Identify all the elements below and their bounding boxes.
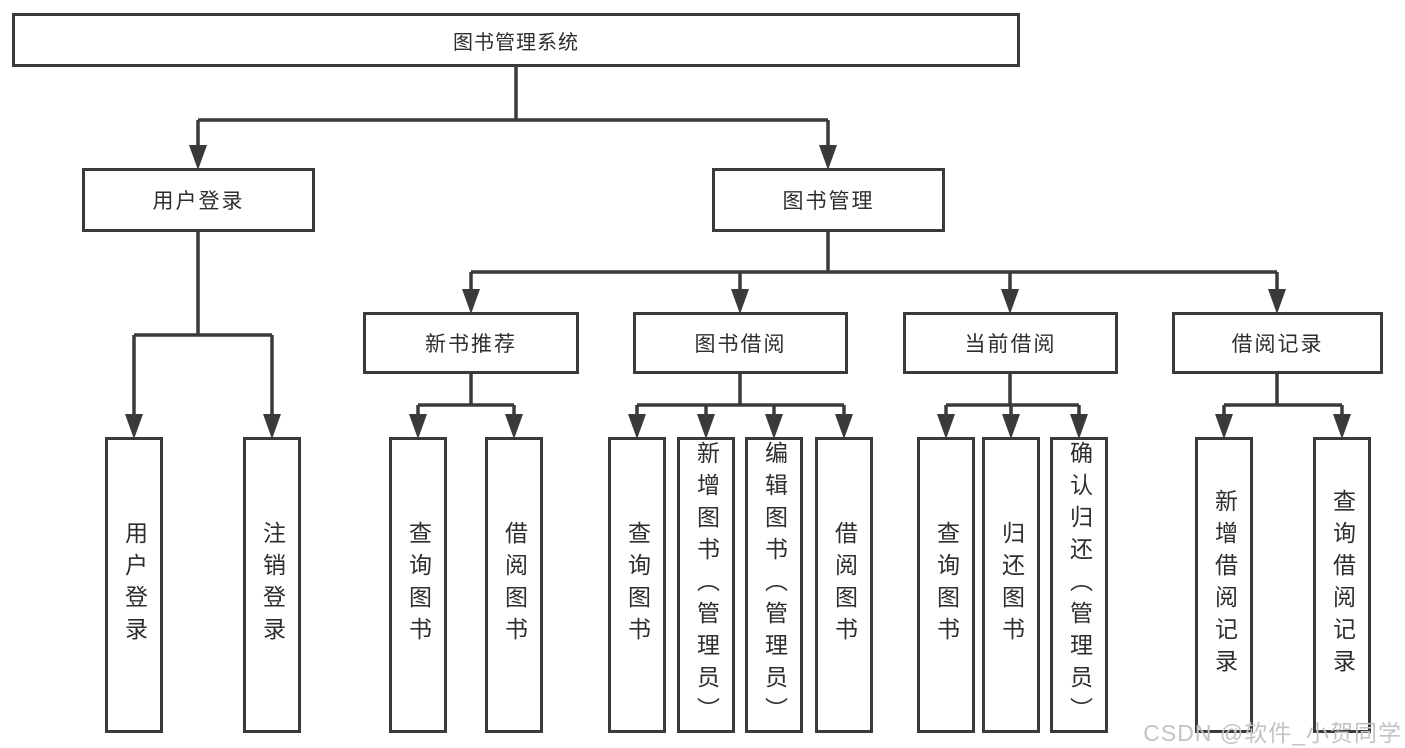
node-new-book-recommend: 新书推荐	[363, 312, 579, 374]
node-query-books-recommend-label: 查询图书	[405, 521, 432, 649]
node-query-books-borrow-label: 查询图书	[624, 521, 651, 649]
node-query-borrow-record-label: 查询借阅记录	[1329, 489, 1356, 681]
node-current-borrow: 当前借阅	[903, 312, 1118, 374]
node-return-books: 归还图书	[982, 437, 1040, 733]
connector-book-management-children	[469, 232, 1279, 292]
node-borrow-books-recommend-label: 借阅图书	[501, 521, 528, 649]
connector-rails	[132, 67, 1344, 418]
node-new-book-recommend-label: 新书推荐	[425, 333, 517, 356]
connector-root-to-level2	[196, 67, 830, 148]
arrowhead	[1215, 414, 1233, 439]
node-library-system: 图书管理系统	[12, 13, 1020, 67]
node-borrow-books: 借阅图书	[815, 437, 873, 733]
arrowhead	[125, 414, 143, 439]
arrowhead	[462, 289, 480, 314]
arrowhead	[697, 414, 715, 439]
connector-book-borrow-children	[635, 374, 846, 418]
node-query-books-recommend: 查询图书	[389, 437, 447, 733]
arrowhead	[835, 414, 853, 439]
node-book-management: 图书管理	[712, 168, 945, 232]
node-user-login: 用户登录	[82, 168, 315, 232]
arrowhead	[765, 414, 783, 439]
arrowhead	[1333, 414, 1351, 439]
node-add-books-admin-label: 新增图书（管理员）	[693, 441, 720, 729]
node-user-login-label: 用户登录	[152, 190, 245, 213]
node-borrow-books-label: 借阅图书	[831, 521, 858, 649]
arrowhead	[409, 414, 427, 439]
node-add-borrow-record: 新增借阅记录	[1195, 437, 1253, 733]
connector-new-book-children	[416, 374, 516, 418]
node-current-borrow-label: 当前借阅	[964, 333, 1057, 356]
node-user-login-action: 用户登录	[105, 437, 163, 733]
arrowhead	[263, 414, 281, 439]
arrowhead	[628, 414, 646, 439]
node-book-borrow-label: 图书借阅	[694, 333, 787, 356]
node-add-books-admin: 新增图书（管理员）	[677, 437, 735, 733]
connector-user-login-children	[132, 232, 274, 418]
node-edit-books-admin-label: 编辑图书（管理员）	[761, 441, 788, 729]
node-user-login-action-label: 用户登录	[121, 521, 148, 649]
node-confirm-return-admin: 确认归还（管理员）	[1050, 437, 1108, 733]
node-logout-label: 注销登录	[259, 521, 286, 649]
node-edit-books-admin: 编辑图书（管理员）	[745, 437, 803, 733]
node-borrow-books-recommend: 借阅图书	[485, 437, 543, 733]
arrowhead	[505, 414, 523, 439]
arrowhead	[1268, 289, 1286, 314]
node-query-borrow-record: 查询借阅记录	[1313, 437, 1371, 733]
node-add-borrow-record-label: 新增借阅记录	[1211, 489, 1238, 681]
node-borrow-records-label: 借阅记录	[1231, 333, 1324, 356]
node-logout: 注销登录	[243, 437, 301, 733]
node-book-management-label: 图书管理	[782, 190, 875, 213]
connector-borrow-records-children	[1222, 374, 1344, 418]
arrowhead	[189, 145, 207, 170]
node-return-books-label: 归还图书	[998, 521, 1025, 649]
arrowhead	[937, 414, 955, 439]
connector-current-borrow-children	[944, 374, 1081, 418]
arrowheads	[125, 145, 1351, 439]
arrowhead	[1002, 414, 1020, 439]
node-borrow-records: 借阅记录	[1172, 312, 1383, 374]
arrowhead	[731, 289, 749, 314]
arrowhead	[819, 145, 837, 170]
node-confirm-return-admin-label: 确认归还（管理员）	[1066, 441, 1093, 729]
node-book-borrow: 图书借阅	[633, 312, 848, 374]
node-library-system-label: 图书管理系统	[453, 31, 579, 54]
arrowhead	[1070, 414, 1088, 439]
node-query-books-current-label: 查询图书	[933, 521, 960, 649]
node-query-books-borrow: 查询图书	[608, 437, 666, 733]
arrowhead	[1001, 289, 1019, 314]
csdn-watermark: CSDN @软件_小贺同学	[1143, 720, 1402, 746]
node-query-books-current: 查询图书	[917, 437, 975, 733]
